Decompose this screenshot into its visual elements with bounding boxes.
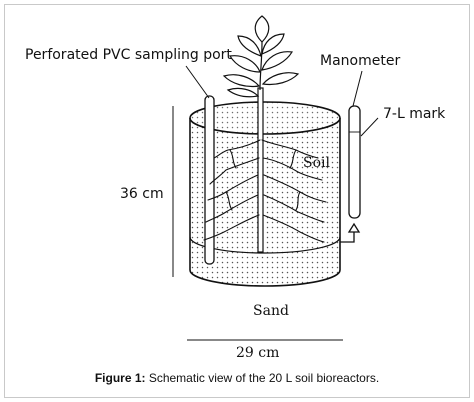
figure-caption: Figure 1: Schematic view of the 20 L soi… bbox=[0, 371, 474, 385]
sand-label: Sand bbox=[253, 303, 289, 319]
sampling-port-leader bbox=[185, 65, 210, 99]
caption-prefix: Figure 1: bbox=[94, 371, 146, 385]
mark-label: 7-L mark bbox=[383, 106, 446, 122]
vessel-bottom-front bbox=[189, 269, 341, 287]
plant-roots bbox=[203, 139, 327, 243]
bioreactor-vessel bbox=[189, 101, 341, 287]
width-label: 29 cm bbox=[236, 345, 279, 361]
plant-stem-tube bbox=[257, 87, 264, 253]
leaf-top bbox=[254, 15, 270, 43]
leaf-right-1 bbox=[261, 33, 285, 55]
mark-leader bbox=[360, 117, 379, 137]
leaf-left-1 bbox=[237, 35, 262, 57]
height-label: 36 cm bbox=[120, 186, 164, 202]
leaf-left-3 bbox=[222, 74, 261, 88]
manometer-connector bbox=[340, 230, 355, 243]
leaf-left-2 bbox=[229, 55, 261, 73]
leaf-right-3 bbox=[261, 72, 300, 86]
sampling-port-label: Perforated PVC sampling port bbox=[25, 47, 232, 63]
plant-stem bbox=[259, 41, 263, 91]
dimension-lines bbox=[172, 106, 343, 341]
manometer-assembly bbox=[340, 105, 361, 243]
leader-lines bbox=[185, 65, 379, 137]
manometer-leader bbox=[352, 70, 363, 107]
soil-label: Soil bbox=[303, 155, 330, 171]
soil-fill bbox=[190, 102, 340, 286]
manometer-label: Manometer bbox=[320, 53, 400, 69]
plant-shoot bbox=[222, 15, 300, 98]
leaf-right-2 bbox=[261, 51, 293, 71]
caption-text: Schematic view of the 20 L soil bioreact… bbox=[145, 371, 380, 385]
sand-layer-line bbox=[189, 236, 341, 254]
leaf-lower-left bbox=[226, 87, 260, 98]
manometer-tube bbox=[348, 105, 361, 219]
manometer-connector-arrow bbox=[347, 222, 361, 233]
